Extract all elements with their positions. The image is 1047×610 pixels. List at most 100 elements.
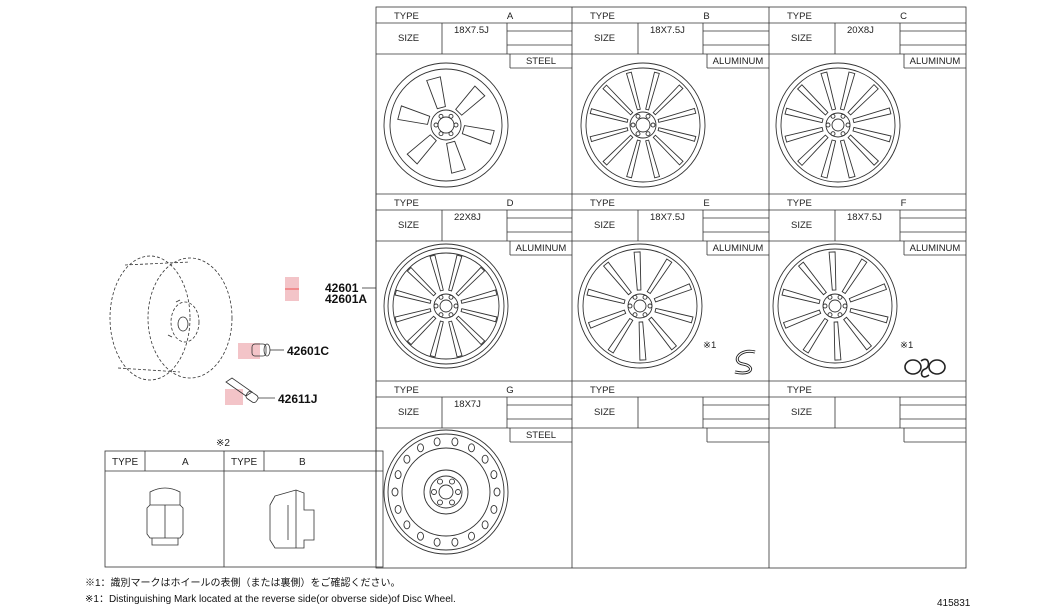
lug-hole (840, 113, 846, 119)
wheel-spoke (626, 139, 641, 179)
lug-hole (645, 131, 651, 137)
wheel-spoke (448, 320, 463, 358)
lug-hole (438, 312, 444, 318)
size-value: 20X8J (847, 25, 874, 36)
wheel-spoke (426, 76, 446, 110)
wheel-f-drawing (772, 243, 898, 369)
size-label: SIZE (398, 407, 419, 418)
wheel-d-drawing (383, 243, 509, 369)
lug-hole (438, 113, 444, 119)
lug-hole (825, 122, 831, 128)
size-label: SIZE (791, 407, 812, 418)
wheel-spoke (429, 254, 444, 292)
wheel-spoke (602, 84, 634, 116)
lug-hole (830, 113, 836, 119)
vent-hole (433, 437, 441, 447)
wheel-spoke (782, 309, 822, 329)
wheel-spoke (394, 289, 432, 304)
wheel-spoke (852, 107, 892, 124)
size-label: SIZE (791, 220, 812, 231)
wheel-spoke (448, 254, 463, 292)
wheel-spoke (796, 84, 829, 116)
diagram-id: 415831 (937, 598, 971, 609)
type-label: TYPE (590, 198, 615, 209)
wheel-c-drawing (775, 62, 901, 188)
wheel-spoke (455, 85, 486, 116)
lug-hole (632, 312, 638, 318)
lug-hole (437, 478, 443, 485)
wheel-spoke (781, 288, 821, 305)
nut-table-note: ※2 (216, 438, 230, 449)
wheel-spoke (625, 71, 641, 111)
part-number-42611j: 42611J (278, 392, 317, 406)
wheel-spoke (657, 127, 697, 142)
wheel-spoke (602, 261, 632, 296)
wheel-spoke (828, 251, 837, 291)
type-label: TYPE (394, 11, 419, 22)
lug-hole (449, 478, 455, 485)
wheel-spoke (406, 266, 437, 297)
wheel-spoke (460, 289, 498, 304)
vent-hole (403, 520, 411, 530)
lug-hole (437, 499, 443, 506)
wheel-spoke (589, 108, 629, 123)
lug-hole (433, 122, 439, 128)
lug-hole (647, 303, 653, 309)
vent-hole (481, 454, 489, 464)
vent-hole (394, 504, 402, 514)
vent-hole (493, 487, 501, 497)
lug-hole (438, 294, 444, 300)
wheel-g-drawing (383, 429, 509, 555)
tire-assembly-sketch (109, 255, 233, 381)
lug-hole (822, 303, 828, 309)
lug-hole (635, 113, 641, 119)
vent-hole (417, 531, 424, 541)
vent-hole (490, 470, 498, 480)
size-label: SIZE (594, 33, 615, 44)
material-label: ALUMINUM (516, 243, 567, 254)
size-value: 18X7.5J (650, 25, 685, 36)
lug-hole (438, 131, 444, 137)
wheel-spoke (587, 309, 627, 329)
type-value: G (506, 385, 513, 396)
part-number-42601: 42601 (325, 281, 359, 295)
wheel-spoke (652, 134, 684, 166)
lug-hole (431, 489, 437, 495)
wheel-a-drawing (383, 62, 509, 188)
type-label: TYPE (787, 198, 812, 209)
wheel-spoke (406, 315, 437, 346)
lug-hole (453, 303, 459, 309)
wheel-spoke (654, 307, 694, 324)
material-label: ALUMINUM (910, 56, 961, 67)
wheel-spoke (638, 321, 647, 361)
type-label: TYPE (394, 385, 419, 396)
nut-table-col-b: B (299, 457, 306, 468)
lug-hole (449, 499, 455, 506)
wheel-spoke (653, 283, 693, 303)
wheel-spoke (429, 320, 444, 358)
part-number-42601c: 42601C (287, 344, 329, 358)
type-value: C (900, 11, 907, 22)
lug-hole (627, 303, 633, 309)
material-label: ALUMINUM (910, 243, 961, 254)
size-label: SIZE (398, 220, 419, 231)
mark-e-icon (734, 349, 756, 375)
wheel-spoke (833, 321, 842, 361)
lug-hole (827, 312, 833, 318)
footnote-japanese: ※1：識別マークはホイールの表側（または裏側）をご確認ください。 (85, 576, 401, 589)
wheel-spoke (852, 126, 892, 143)
wheel-spoke (657, 107, 697, 123)
wheel-spoke (460, 308, 498, 323)
valve-stem-icon (225, 377, 275, 403)
vent-hole (433, 537, 441, 547)
type-value: A (507, 11, 514, 22)
wheel-spoke (646, 258, 673, 295)
lug-hole (830, 131, 836, 137)
wheel-spoke (784, 107, 824, 124)
